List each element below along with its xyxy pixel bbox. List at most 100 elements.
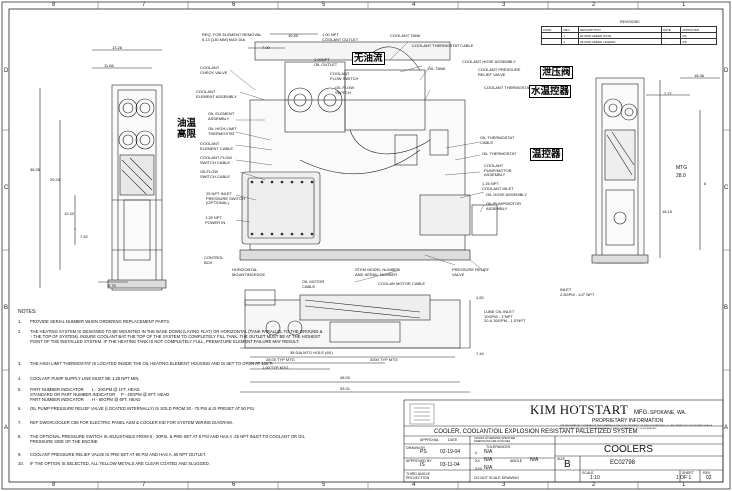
label-oil-flow-switch: OIL FLOW SWITCH bbox=[335, 85, 354, 95]
label-coolant-inlet: 1.25 NPT COOLANT INLET bbox=[482, 181, 514, 191]
rev-number: 2 bbox=[561, 38, 580, 45]
dim-10-40: 10.40 bbox=[288, 33, 299, 38]
label-oil-element-assembly: OIL ELEMENT ASSEMBLY bbox=[208, 111, 235, 121]
zone-right-a: A bbox=[724, 425, 729, 431]
label-coolant-element-cable: COOLANT ELEMENT CABLE bbox=[200, 141, 234, 151]
dim-48-00: 48.00 bbox=[340, 375, 351, 380]
dim-11-86: 11.86 bbox=[104, 63, 114, 68]
label-oil-pump-motor: OIL/PUMP/MOTOR ASSEMBLY bbox=[486, 201, 522, 211]
left-side-view bbox=[39, 49, 167, 291]
rev-label: REV bbox=[703, 471, 711, 475]
front-view bbox=[239, 33, 498, 261]
note-item: 2.THE HEATING SYSTEM IS DESIGNED TO BE M… bbox=[18, 329, 328, 358]
label-oil-motor-cable: OIL MOTOR CABLE bbox=[302, 279, 325, 289]
dim-29-24: 29.24 bbox=[50, 177, 61, 182]
zone-bottom-4: 4 bbox=[412, 482, 416, 488]
cn-relief-valve: 泄压阀 bbox=[540, 66, 573, 79]
zone-right-b: B bbox=[724, 305, 729, 311]
approved-initials: IS bbox=[420, 462, 425, 468]
note-number: 10. bbox=[18, 461, 24, 466]
note-number: 2. bbox=[18, 329, 22, 334]
note-text: PROVIDE SERIAL NUMBER WHEN ORDERING REPL… bbox=[30, 319, 171, 324]
notes-title: NOTES: bbox=[18, 309, 37, 315]
note-item: 1.PROVIDE SERIAL NUMBER WHEN ORDERING RE… bbox=[18, 319, 328, 326]
note-item: 7.REF DWG#COOLER C85 FOR ELECTRIC PANEL … bbox=[18, 420, 328, 431]
zone-bottom-1: 1 bbox=[682, 482, 686, 488]
zone-left-b: B bbox=[4, 305, 9, 311]
label-coolant-check-valve: COOLANT CHECK VALVE bbox=[200, 65, 228, 75]
label-mtg-hole: 38 DIA MTG HOLE (6X) bbox=[290, 350, 333, 355]
label-coolant-hose-assembly: COOLANT HOSE ASSEMBLY bbox=[462, 59, 516, 64]
note-item: 9.COOLANT PRESSURE RELIEF VALVE IS PRE-S… bbox=[18, 452, 328, 459]
zone-left-d: D bbox=[4, 68, 9, 74]
label-control-box: CONTROL BOX bbox=[204, 255, 224, 265]
tol-angle-value: N/A bbox=[530, 457, 539, 463]
dim-1-00: 1.00 TYP MTG bbox=[262, 365, 289, 370]
tol-xxx-value: N/A bbox=[484, 465, 493, 471]
zone-left-a: A bbox=[4, 425, 9, 431]
note-text: REF DWG#COOLER C85 FOR ELECTRIC PANEL AS… bbox=[30, 420, 233, 425]
mtg-label: MTG bbox=[676, 165, 688, 171]
zone-bottom-8: 8 bbox=[52, 482, 56, 488]
zone-top-3: 3 bbox=[502, 2, 506, 8]
tol-angle-label: ANGLE bbox=[510, 459, 523, 463]
zone-top-6: 6 bbox=[232, 2, 236, 8]
tol-xx-label: .XX bbox=[474, 459, 480, 463]
cn-water-temp: 水温控器 bbox=[529, 85, 572, 98]
size-value: B bbox=[564, 459, 571, 470]
label-coolant-flow-switch-cable: COOLANT FLOW SWITCH CABLE bbox=[200, 155, 232, 165]
leader-lines bbox=[229, 41, 486, 283]
rev-value: 02 bbox=[706, 475, 712, 481]
tol-x-label: .X bbox=[474, 451, 478, 455]
label-coolant-thermostat: COOLANT THERMOSTAT bbox=[484, 85, 532, 90]
tolerances-heading: TOLERANCES bbox=[486, 445, 511, 449]
table-row: 2 09-0536 ADDED LEGEND ... RS bbox=[540, 38, 717, 45]
drawn-by-label: DRAWN BY bbox=[406, 446, 426, 450]
note-text: COOLANT PUMP SUPPLY LINE MUST BE 1.25 NP… bbox=[30, 376, 140, 381]
approved-by-label: APPROVED BY bbox=[406, 459, 432, 463]
dim-38-35: 38.35 bbox=[30, 167, 41, 172]
note-number: 5. bbox=[18, 387, 22, 392]
tolerances-note: UNLESS OTHERWISE SPECIFIED DIMENSIONS AR… bbox=[474, 437, 516, 443]
zone-right-d: D bbox=[724, 68, 729, 74]
note-text: IF THE OPTION IS SELECTED, ALL YELLOW ME… bbox=[30, 461, 210, 466]
bottom-view bbox=[240, 289, 471, 393]
zone-left-c: C bbox=[4, 185, 9, 191]
company-name: KIM HOTSTART bbox=[530, 402, 629, 417]
label-coolant-flow-switch: COOLANT FLOW SWITCH bbox=[330, 71, 359, 81]
zone-top-7: 7 bbox=[142, 2, 146, 8]
dim-12-42: 12.42 bbox=[64, 211, 75, 216]
scale-label: SCALE bbox=[582, 471, 594, 475]
dim-28-00: 28.00 TYP MTG bbox=[266, 357, 295, 362]
rev-date: ... bbox=[661, 38, 682, 45]
company-city: SPOKANE, WA. bbox=[650, 410, 687, 416]
tol-xxx-label: .XXX bbox=[474, 467, 483, 471]
part-name: COOLERS bbox=[604, 444, 653, 455]
label-element-removal: REQ. FOR ELEMENT REMOVAL bbox=[202, 32, 262, 37]
dim-53-31: 53.31 bbox=[340, 386, 351, 391]
inner-border bbox=[8, 8, 724, 483]
label-coolant-tank: COOLANT TANK bbox=[390, 33, 421, 38]
company-mfg: MFG. bbox=[634, 410, 649, 416]
dim-6: 6 bbox=[704, 181, 707, 186]
note-number: 4. bbox=[18, 376, 22, 381]
label-coolant-element-assembly: COOLANT ELEMENT ASSEMBLY bbox=[196, 89, 237, 99]
system-title: COOLER, COOLANT/OIL EXPLOSION RESISTANT … bbox=[434, 429, 638, 435]
label-coolant-thermostat-cable: COOLANT THERMOSTAT CABLE bbox=[412, 43, 474, 48]
label-oil-hose-assembly: OIL HOSE ASSEMBLY bbox=[486, 192, 527, 197]
label-power-in: 1.25 NPT POWER IN bbox=[205, 215, 226, 225]
note-number: 9. bbox=[18, 452, 22, 457]
dim-18-15: 18.15 bbox=[662, 209, 673, 214]
rev-desc: 09-0536 ADDED LEGEND bbox=[578, 38, 663, 45]
zone-bottom-3: 3 bbox=[502, 482, 506, 488]
drawn-by-initials: PS bbox=[420, 449, 427, 455]
label-inlet-right: INLET 2.8GPM - 1/2" NPT bbox=[560, 287, 595, 297]
dim-7-62: 7.62 bbox=[80, 234, 88, 239]
scale-value: 1:10 bbox=[590, 475, 600, 481]
rev-approved: RS bbox=[680, 38, 717, 45]
note-text: THE OPTIONAL PRESSURE SWITCH IS ADJUSTAB… bbox=[30, 434, 305, 444]
